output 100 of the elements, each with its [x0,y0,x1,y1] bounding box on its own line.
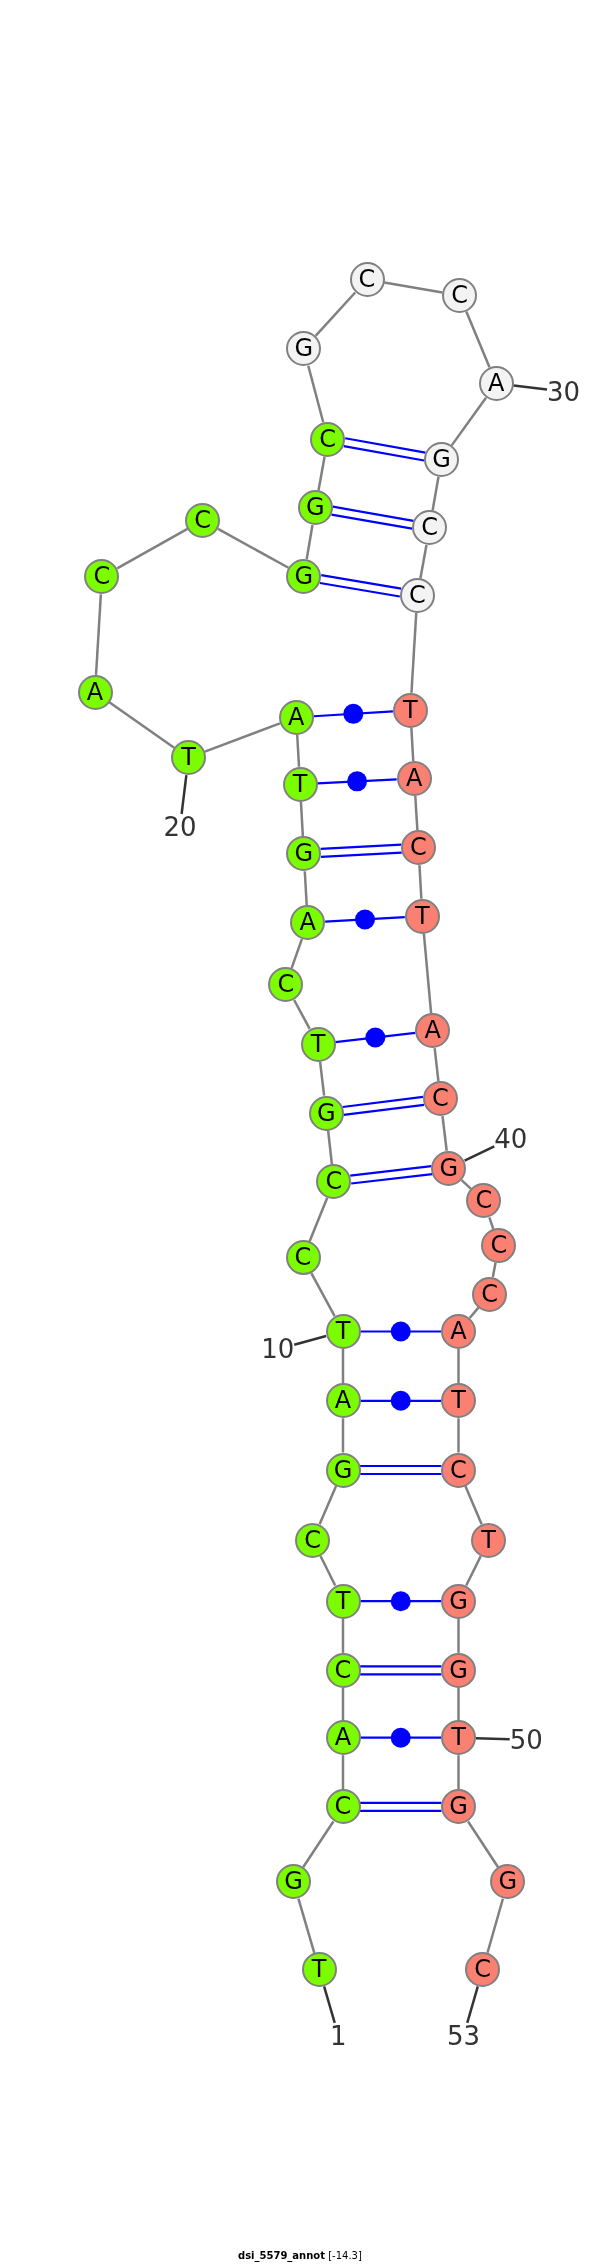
backbone-line [326,1130,334,1165]
nucleotide: A [415,1013,451,1049]
nucleotide: C [472,1276,508,1312]
backbone-line [341,1349,345,1384]
nucleotide: C [268,967,304,1003]
backbone-line [108,701,175,749]
base-pair-bond [349,1165,434,1185]
nucleotide: G [325,1452,361,1488]
backbone-line [465,1555,482,1587]
position-number: 40 [494,1125,528,1152]
backbone-line [464,1485,483,1525]
backbone-line [293,999,311,1030]
backbone-line [422,933,433,1014]
backbone-line [305,524,314,560]
nucleotide: C [285,1240,321,1276]
base-pair-bond [318,574,403,598]
nucleotide: C [422,1081,458,1117]
position-number: 10 [261,1336,295,1363]
nucleotide: G [441,1583,476,1619]
base-pair-bond [341,1095,426,1117]
base-pair-bond [360,1390,441,1411]
backbone-line [290,938,304,969]
backbone-line [450,397,487,447]
nucleotide: C [466,1183,502,1219]
backbone-line [308,1197,329,1242]
position-number: 30 [547,378,581,405]
backbone-line [431,476,440,511]
base-pair-bond [358,1801,443,1812]
backbone-line [94,594,103,675]
base-pair-bond [360,1321,441,1342]
base-pair-bond [358,1665,443,1676]
nucleotide: C [465,1952,501,1988]
backbone-line [318,1485,338,1525]
backbone-line [341,1418,345,1453]
leader-line [475,1736,510,1741]
position-number: 1 [330,2022,347,2049]
backbone-line [204,722,281,753]
nucleotide: G [441,1789,476,1825]
nucleotide: C [325,1652,361,1688]
nucleotide: C [441,1452,476,1488]
nucleotide: T [282,766,318,802]
backbone-line [319,1555,337,1587]
base-pair-bond [360,1591,441,1612]
nucleotide: G [297,490,333,526]
backbone-line [457,1687,460,1721]
backbone-line [457,1755,460,1790]
nucleotide: T [325,1314,361,1349]
backbone-line [488,1217,495,1230]
base-pair-bond [358,1464,443,1476]
nucleotide: C [399,577,435,613]
caption: dsi_5579_annot [-14.3] [238,2250,362,2262]
backbone-line [457,1349,460,1384]
nucleotide: T [404,898,440,934]
backbone-line [302,1820,335,1868]
backbone-line [116,527,189,570]
backbone-line [410,727,415,762]
nucleotide: A [325,1720,361,1756]
backbone-line [341,1618,345,1653]
nucleotide: G [308,1095,344,1131]
nucleotide: A [396,761,432,796]
nucleotide: G [276,1864,311,1900]
backbone-line [491,1262,497,1278]
leader-line [180,774,188,815]
nucleotide: C [295,1522,331,1558]
nucleotide: T [325,1583,361,1619]
nucleotide: C [412,510,448,546]
backbone-line [418,865,423,899]
position-number: 53 [447,2022,481,2049]
leader-line [466,1986,480,2024]
leader-line [464,1145,495,1162]
backbone-line [486,1898,505,1954]
backbone-line [384,281,443,294]
backbone-line [318,1061,326,1096]
nucleotide: G [424,442,459,478]
base-pair-bond [342,437,427,462]
nucleotide: C [185,502,221,538]
nucleotide: A [290,905,326,941]
leader-line [293,1334,327,1346]
nucleotide: C [310,421,346,457]
nucleotide: A [325,1383,361,1419]
nucleotide: C [481,1227,517,1263]
nucleotide: T [441,1383,476,1419]
nucleotide: G [490,1864,526,1900]
leader-line [513,384,548,391]
base-pair-bond [335,1027,416,1048]
nucleotide: T [441,1720,476,1756]
position-number: 20 [163,814,197,840]
backbone-line [297,1898,316,1954]
backbone-line [441,1116,448,1151]
backbone-line [414,795,419,831]
nucleotide: T [171,740,206,776]
base-pair-bond [330,505,415,530]
backbone-line [419,544,428,579]
backbone-line [317,456,326,491]
position-number: 50 [509,1726,543,1753]
backbone-line [467,1820,500,1868]
base-pair-bond [325,909,405,930]
nucleotide: A [441,1314,476,1349]
nucleotide: G [286,558,322,594]
backbone-line [433,1048,440,1082]
